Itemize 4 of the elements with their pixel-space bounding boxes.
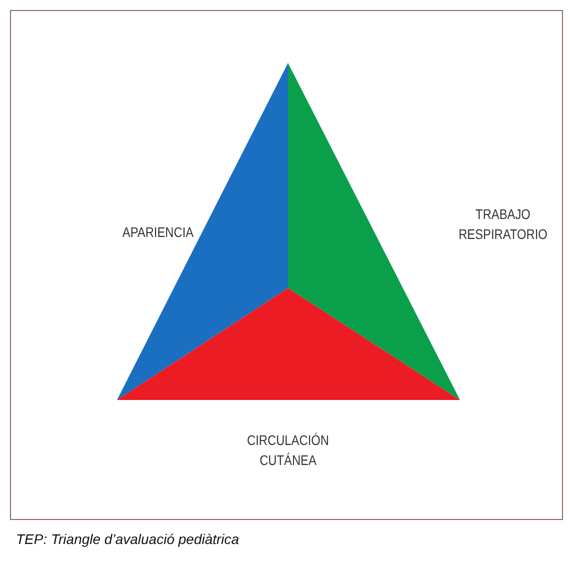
segment-label: APARIENCIA <box>121 223 195 242</box>
segment-label: CIRCULACIÓN CUTÁNEA <box>246 431 330 470</box>
segment-label: TRABAJO RESPIRATORIO <box>458 205 548 244</box>
caption: TEP: Triangle d’avaluació pediàtrica <box>16 531 240 547</box>
